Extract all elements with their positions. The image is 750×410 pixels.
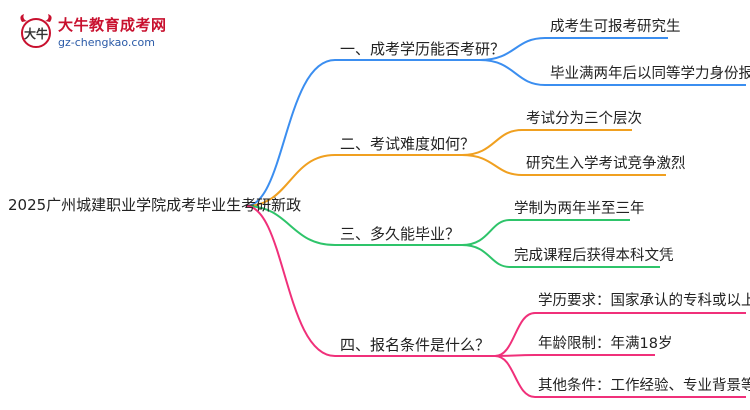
branch-3-leaf-1: 学制为两年半至三年 <box>514 201 645 217</box>
link-b3-leaf-2 <box>461 244 660 268</box>
link-root-branch-1 <box>245 59 480 207</box>
logo-mark-text: 大牛 <box>24 26 48 41</box>
link-root-branch-2 <box>245 154 462 207</box>
branch-4-leaf-1: 学历要求：国家承认的专科或以上学历 <box>538 293 750 309</box>
bull-logo-icon: 大牛 <box>20 14 52 48</box>
link-b4-leaf-2 <box>494 354 655 357</box>
branch-1-leaf-1: 成考生可报考研究生 <box>550 19 681 35</box>
logo-url: gz-chengkao.com <box>58 36 155 49</box>
link-b1-leaf-1 <box>479 37 668 61</box>
root-topic: 2025广州城建职业学院成考毕业生考研新政 <box>8 196 302 214</box>
link-root-branch-4 <box>245 205 495 357</box>
branch-1-label: 一、成考学历能否考研？ <box>340 40 506 58</box>
branch-4-leaf-2: 年龄限制：年满18岁 <box>538 336 673 352</box>
branch-1-leaf-2: 毕业满两年后以同等学力身份报考 <box>550 66 750 82</box>
site-logo[interactable]: 大牛 大牛教育成考网 gz-chengkao.com <box>16 12 176 56</box>
logo-title: 大牛教育成考网 <box>58 16 167 34</box>
link-b4-leaf-1 <box>494 312 746 357</box>
branch-2-label: 二、考试难度如何？ <box>340 135 476 153</box>
branch-3-leaf-2: 完成课程后获得本科文凭 <box>514 248 674 264</box>
link-root-branch-3 <box>245 205 462 246</box>
link-b2-leaf-1 <box>461 129 632 156</box>
link-b1-leaf-2 <box>479 59 746 86</box>
branch-2-leaf-2: 研究生入学考试竞争激烈 <box>526 156 686 172</box>
link-b2-leaf-2 <box>461 154 666 176</box>
branch-4-leaf-3: 其他条件：工作经验、专业背景等要求 <box>538 378 750 394</box>
link-b4-leaf-3 <box>494 355 746 398</box>
branch-3-label: 三、多久能毕业？ <box>340 225 461 243</box>
branch-2-leaf-1: 考试分为三个层次 <box>526 111 642 127</box>
branch-4-label: 四、报名条件是什么？ <box>340 336 491 354</box>
link-b3-leaf-1 <box>461 219 630 246</box>
